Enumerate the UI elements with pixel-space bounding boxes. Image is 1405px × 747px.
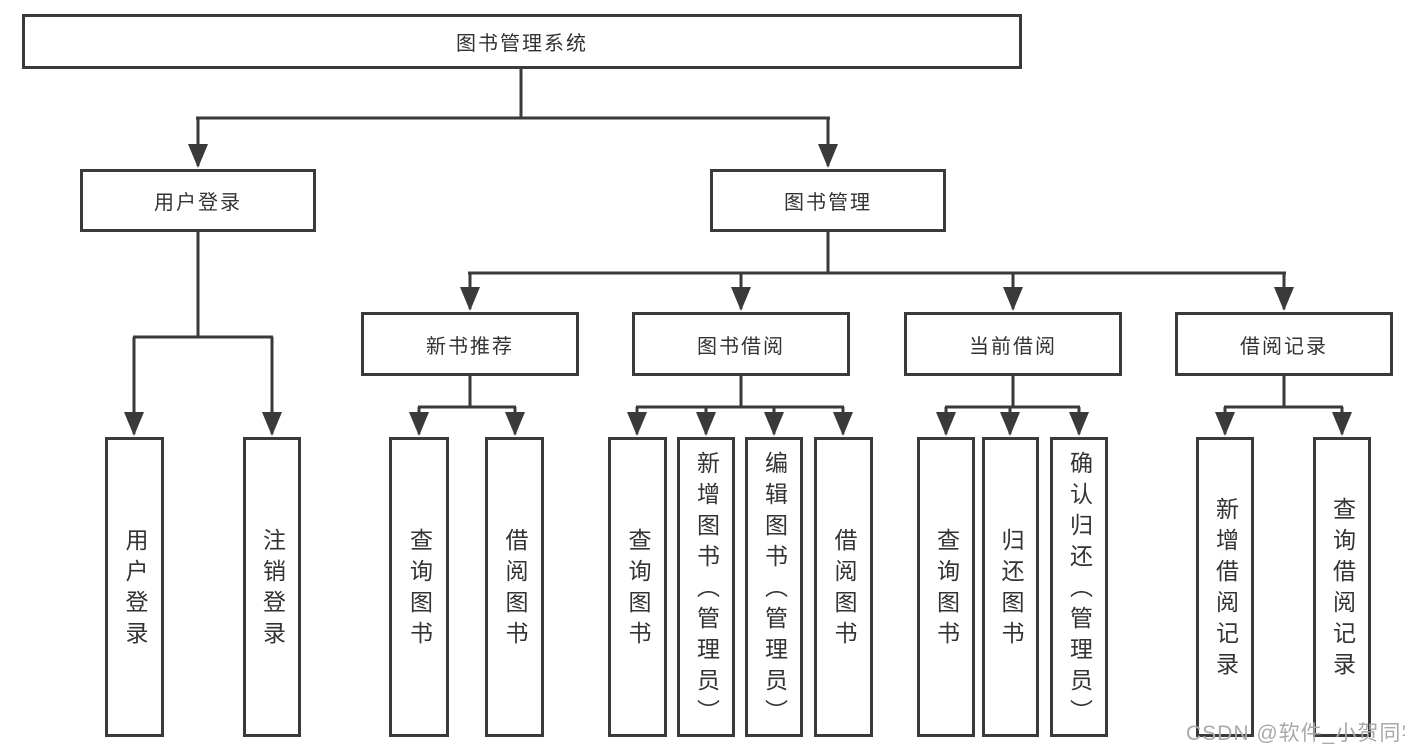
- leaf-query-books-recommend: 查询图书: [389, 437, 449, 737]
- leaf-borrow-books-borrowing: 借阅图书: [814, 437, 873, 737]
- node-book-management: 图书管理: [710, 169, 946, 232]
- csdn-watermark: CSDN @软件_小贺同学: [1186, 722, 1405, 745]
- leaf-add-borrow-record: 新增借阅记录: [1196, 437, 1254, 737]
- connector-group: [124, 69, 1352, 436]
- leaf-query-books-borrowing: 查询图书: [608, 437, 667, 737]
- leaf-logout: 注销登录: [243, 437, 301, 737]
- leaf-return-books: 归还图书: [982, 437, 1039, 737]
- leaf-edit-books-admin: 编辑图书（管理员）: [745, 437, 803, 737]
- node-book-borrowing: 图书借阅: [632, 312, 850, 376]
- node-new-book-recommend: 新书推荐: [361, 312, 579, 376]
- leaf-query-books-current: 查询图书: [917, 437, 975, 737]
- leaf-add-books-admin: 新增图书（管理员）: [677, 437, 735, 737]
- leaf-user-login: 用户登录: [105, 437, 164, 737]
- leaf-confirm-return-admin: 确认归还（管理员）: [1050, 437, 1108, 737]
- leaf-query-borrow-record: 查询借阅记录: [1313, 437, 1371, 737]
- leaf-borrow-books-recommend: 借阅图书: [485, 437, 544, 737]
- node-current-borrowing: 当前借阅: [904, 312, 1122, 376]
- node-borrowing-records: 借阅记录: [1175, 312, 1393, 376]
- node-system-root: 图书管理系统: [22, 14, 1022, 69]
- node-user-login: 用户登录: [80, 169, 316, 232]
